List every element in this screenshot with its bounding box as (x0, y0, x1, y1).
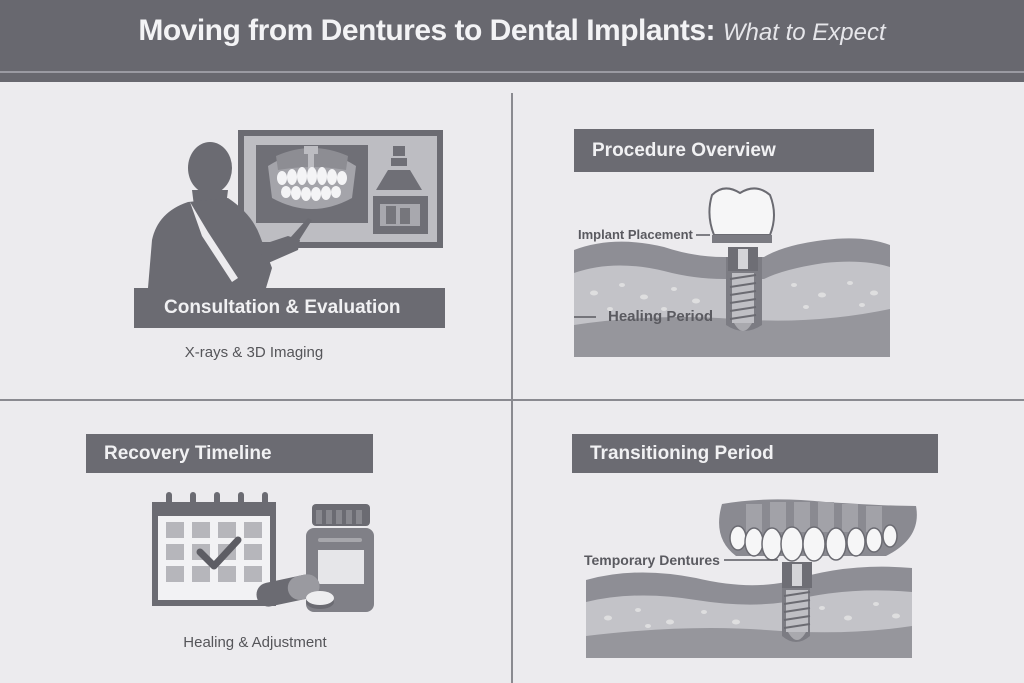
panel-banner-recovery: Recovery Timeline (86, 434, 373, 473)
panel-banner-transition: Transitioning Period (572, 434, 938, 473)
header-divider (0, 71, 1024, 73)
banner-label: Consultation & Evaluation (164, 297, 401, 318)
label-healing-period: Healing Period (608, 308, 714, 325)
panel-caption-recovery: Healing & Adjustment (183, 634, 327, 651)
page-title: Moving from Dentures to Dental Implants:… (0, 14, 1024, 48)
title-subtitle: What to Expect (722, 19, 886, 46)
panel-banner-consultation: Consultation & Evaluation (134, 288, 445, 328)
page-header: Moving from Dentures to Dental Implants:… (0, 0, 1024, 82)
title-main: Moving from Dentures to Dental Implants: (138, 14, 716, 47)
label-implant-placement: Implant Placement (578, 227, 693, 242)
vertical-divider (511, 93, 513, 683)
denture-over-implant-icon (586, 499, 917, 658)
label-temporary-dentures: Temporary Dentures (584, 552, 720, 568)
banner-label: Recovery Timeline (104, 442, 272, 464)
banner-label: Transitioning Period (590, 442, 774, 464)
panel-caption-consultation: X-rays & 3D Imaging (184, 344, 324, 361)
panel-banner-procedure: Procedure Overview (574, 129, 874, 172)
dentist-presenting-xray-icon (148, 130, 443, 288)
calendar-medication-icon (152, 492, 374, 612)
banner-label: Procedure Overview (592, 139, 776, 161)
dental-implant-diagram-icon (574, 187, 890, 357)
horizontal-divider (0, 399, 1024, 401)
